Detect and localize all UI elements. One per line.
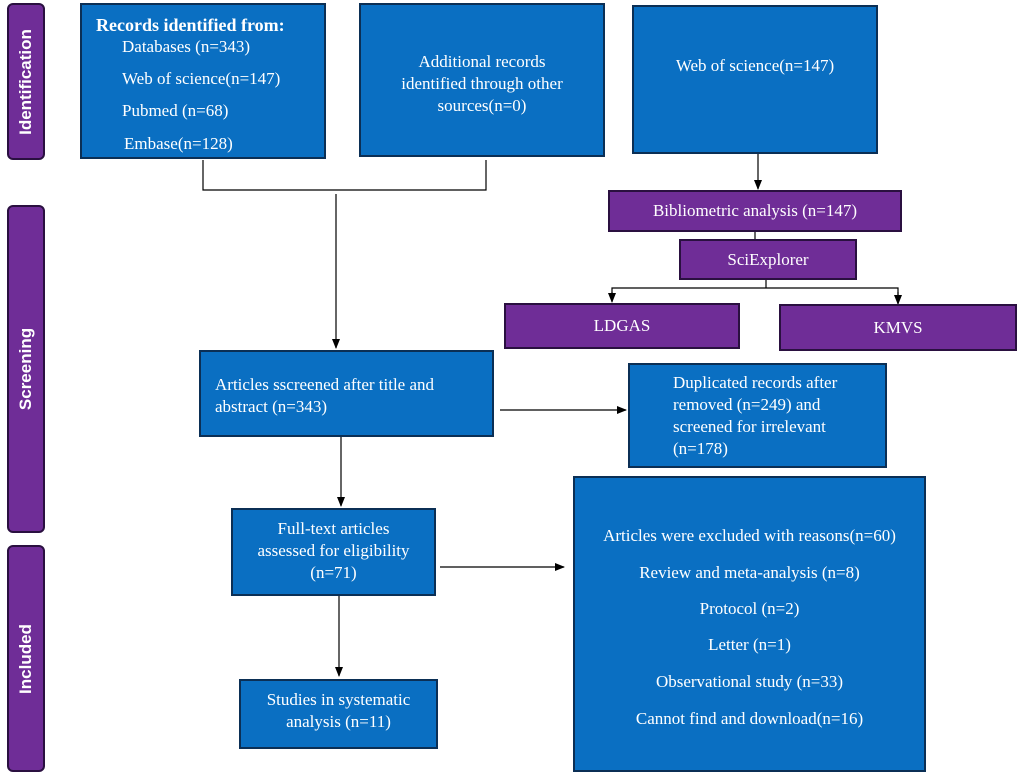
screened-line-1: Articles sscreened after title and [215,375,435,394]
sciexplorer-box: SciExplorer [679,239,857,280]
web-of-science-box: Web of science(n=147) [632,5,878,154]
duplicates-line-4: (n=178) [673,439,728,458]
records-line-embase: Embase(n=128) [124,134,233,153]
phase-screening-label: Screening [7,205,45,533]
records-line-pubmed: Pubmed (n=68) [122,101,229,120]
ldgas-text: LDGAS [593,316,651,335]
records-line-databases: Databases (n=343) [122,37,251,56]
duplicates-line-1: Duplicated records after [673,373,838,392]
wos-text: Web of science(n=147) [675,56,835,75]
phase-identification-label: Identification [7,3,45,160]
articles-screened-box: Articles sscreened after title and abstr… [199,350,494,437]
excluded-line-total: Articles were excluded with reasons(n=60… [603,526,896,545]
duplicates-line-2: removed (n=249) and [673,395,821,414]
excluded-line-notfound: Cannot find and download(n=16) [635,709,864,728]
additional-line-3: sources(n=0) [437,96,527,115]
additional-records-box: Additional records identified through ot… [359,3,605,157]
screened-line-2: abstract (n=343) [215,397,328,416]
bibliometric-analysis-box: Bibliometric analysis (n=147) [608,190,902,232]
excluded-line-protocol: Protocol (n=2) [699,599,800,618]
split-bracket [611,280,899,300]
bibliometric-text: Bibliometric analysis (n=147) [652,201,858,220]
fulltext-line-3: (n=71) [310,563,357,582]
included-line-2: analysis (n=11) [286,712,391,731]
records-line-wos: Web of science(n=147) [122,69,281,88]
additional-line-2: identified through other [401,74,563,93]
phase-included-label: Included [7,545,45,772]
excluded-line-letter: Letter (n=1) [708,635,791,654]
kmvs-text: KMVS [873,317,923,337]
records-identified-box: Records identified from: Databases (n=34… [80,3,326,159]
duplicates-line-3: screened for irrelevant [673,417,826,436]
excluded-line-observational: Observational study (n=33) [655,672,844,691]
fulltext-line-2: assessed for eligibility [257,541,410,560]
fulltext-line-1: Full-text articles [277,519,390,538]
excluded-articles-box: Articles were excluded with reasons(n=60… [573,476,926,772]
full-text-articles-box: Full-text articles assessed for eligibil… [231,508,436,596]
included-line-1: Studies in systematic [266,690,411,709]
studies-included-box: Studies in systematic analysis (n=11) [239,679,438,749]
merge-bracket [202,160,487,191]
duplicated-records-box: Duplicated records after removed (n=249)… [628,363,887,468]
ldgas-box: LDGAS [504,303,740,349]
kmvs-box: KMVS [779,304,1017,351]
records-heading: Records identified from: [96,15,285,35]
excluded-line-review: Review and meta-analysis (n=8) [639,563,860,582]
sciexplorer-text: SciExplorer [727,249,809,269]
additional-line-1: Additional records [418,52,546,71]
